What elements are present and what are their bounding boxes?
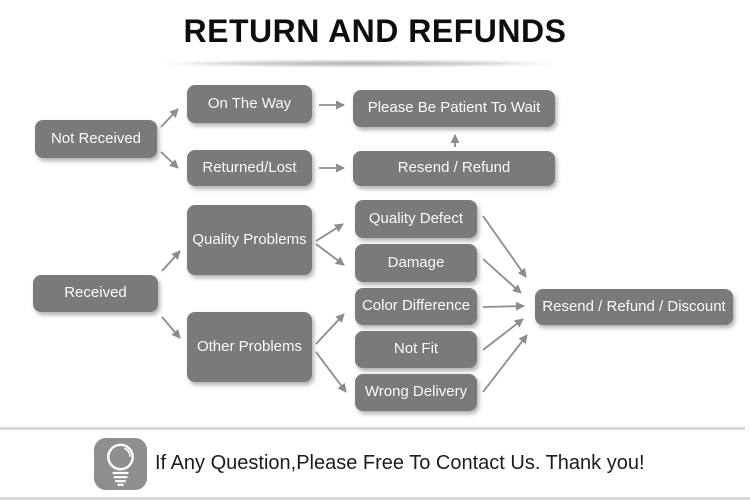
flow-node-quality-defect: Quality Defect	[355, 200, 477, 238]
flow-node-color-difference: Color Difference	[355, 288, 477, 325]
flow-node-quality-problems: Quality Problems	[187, 205, 312, 275]
flow-node-not-fit: Not Fit	[355, 331, 477, 368]
footer-message: If Any Question,Please Free To Contact U…	[155, 452, 645, 474]
arrow-damage-to-discount	[482, 258, 522, 294]
lightbulb-icon	[94, 438, 147, 490]
arrow-received-to-quality-problems	[161, 250, 181, 272]
footer-bottom-divider	[0, 497, 750, 500]
arrow-not-fit-to-discount	[482, 318, 524, 351]
arrow-quality-defect-to-discount	[482, 215, 527, 278]
arrow-wrong-delivery-to-discount	[482, 334, 528, 393]
arrow-other-problems-to-wrong-delivery	[315, 351, 347, 393]
footer-top-divider	[0, 427, 745, 430]
flow-node-resend-refund: Resend / Refund	[353, 151, 555, 186]
arrow-color-difference-to-discount	[482, 301, 525, 311]
lightbulb-glyph	[107, 443, 134, 486]
flow-node-please-be-patient: Please Be Patient To Wait	[353, 90, 555, 127]
flow-node-on-the-way: On The Way	[187, 85, 312, 123]
flow-node-damage: Damage	[355, 244, 477, 282]
arrow-quality-problems-to-quality-defect	[315, 223, 344, 242]
flow-node-returned-lost: Returned/Lost	[187, 150, 312, 186]
arrow-other-problems-to-color-difference	[315, 313, 345, 345]
arrow-not-received-to-on-the-way	[160, 108, 179, 128]
arrow-not-received-to-returned-lost	[160, 151, 179, 169]
page-title: RETURN AND REFUNDS	[183, 13, 567, 49]
flow-node-not-received: Not Received	[35, 120, 157, 158]
arrow-received-to-other-problems	[161, 316, 181, 339]
flow-node-received: Received	[33, 275, 158, 312]
flow-node-wrong-delivery: Wrong Delivery	[355, 374, 477, 411]
flow-node-other-problems: Other Problems	[187, 312, 312, 382]
flow-node-resend-refund-discount: Resend / Refund / Discount	[535, 289, 733, 325]
title-underline-shadow	[160, 60, 558, 67]
arrow-quality-problems-to-damage	[315, 243, 345, 266]
